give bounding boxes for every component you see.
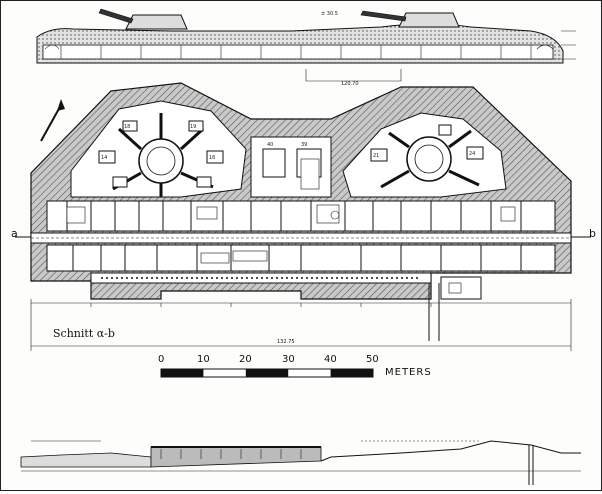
- scale-tick-40: 40: [324, 354, 337, 365]
- scale-bar: [160, 368, 374, 378]
- section-rooms: [44, 44, 554, 59]
- scale-tick-10: 10: [197, 354, 210, 365]
- fort-plan: 18 19 14 16 21 24 40 39: [15, 82, 591, 341]
- main-corridor: [30, 232, 572, 244]
- section-title: Schnitt α-b: [53, 327, 115, 340]
- scale-tick-20: 20: [239, 354, 252, 365]
- room-row: [46, 200, 556, 232]
- turret-right: [360, 10, 460, 28]
- svg-text:40: 40: [267, 142, 273, 148]
- dimension-overall: 132.75: [277, 339, 295, 345]
- right-battery: 21 24: [342, 112, 507, 198]
- turret-left: [98, 8, 188, 30]
- svg-text:39: 39: [301, 142, 307, 148]
- section-marker-a: a: [11, 227, 18, 240]
- dimension-lines: [30, 299, 572, 351]
- scale-tick-50: 50: [366, 354, 379, 365]
- svg-text:24: 24: [469, 151, 475, 157]
- scale-tick-0: 0: [158, 354, 165, 365]
- north-arrow-icon: [40, 99, 65, 142]
- scale-unit: METERS: [385, 367, 432, 378]
- rear-gallery: [90, 272, 482, 341]
- left-battery: 18 19 14 16: [70, 100, 247, 198]
- longitudinal-section: ± 30.5: [36, 8, 576, 82]
- lower-rooms: [46, 244, 556, 272]
- section-marker-b: b: [589, 227, 596, 240]
- svg-text:19: 19: [190, 124, 196, 130]
- svg-text:± 30.5: ± 30.5: [321, 11, 338, 17]
- terrain-profile: [20, 440, 581, 485]
- svg-text:16: 16: [209, 155, 215, 161]
- svg-text:18: 18: [124, 124, 130, 130]
- svg-text:14: 14: [101, 155, 107, 161]
- svg-text:21: 21: [373, 153, 379, 159]
- dimension-top: 120.70: [341, 81, 359, 87]
- scale-tick-30: 30: [282, 354, 295, 365]
- central-block: 40 39: [250, 136, 332, 198]
